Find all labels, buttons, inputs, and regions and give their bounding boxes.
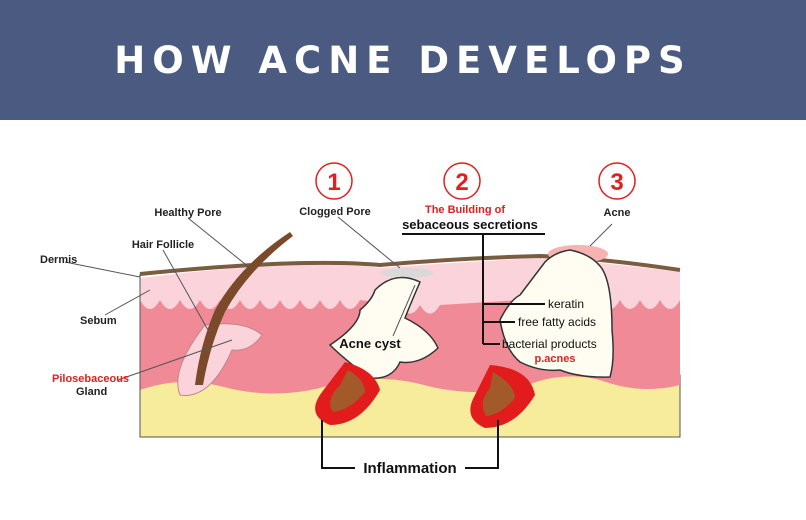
root-1 — [330, 370, 365, 412]
label-pilosebaceous-line1: Pilosebaceous — [52, 373, 129, 385]
step-1-number: 1 — [327, 169, 340, 196]
label-acne-cyst: Acne cyst — [339, 336, 401, 351]
step-1-circle — [315, 162, 353, 200]
label-hair-follicle: Hair Follicle — [132, 239, 194, 251]
label-bacteria: p.acnes — [535, 353, 576, 365]
inflammation-bracket — [321, 420, 499, 469]
root-2 — [482, 372, 515, 416]
secretions-bracket — [402, 233, 545, 345]
step-3-label: Acne — [604, 207, 631, 219]
label-healthy-pore: Healthy Pore — [154, 207, 221, 219]
step-2-label-line1: The Building of — [425, 204, 505, 216]
clogged-pore-cap — [381, 268, 433, 278]
leader-pilosebaceous — [117, 339, 233, 381]
hair-shaft — [195, 232, 293, 385]
leader-dermis — [64, 261, 141, 278]
step-2-label-line2: sebaceous secretions — [402, 217, 538, 232]
label-pilosebaceous-line2: Gland — [76, 386, 107, 398]
step-3-circle — [598, 162, 636, 200]
leader-acne-cyst — [392, 284, 416, 337]
leader-healthy-pore — [187, 217, 251, 269]
secretion-free-fatty-acids: free fatty acids — [518, 315, 596, 329]
step-3-number: 3 — [610, 169, 623, 196]
step-1-label: Clogged Pore — [299, 206, 371, 218]
label-sebum: Sebum — [80, 315, 117, 327]
acne-cyst-plug — [328, 276, 439, 379]
leader-hair-follicle — [162, 249, 209, 331]
leader-acne — [589, 223, 613, 247]
title-banner: HOW ACNE DEVELOPS — [0, 0, 806, 120]
acne-lesion — [499, 249, 614, 378]
step-2-circle — [443, 162, 481, 200]
step-2-number: 2 — [455, 169, 468, 196]
secretion-bacterial-products: bacterial products — [502, 337, 597, 351]
secretion-keratin: keratin — [548, 297, 584, 311]
label-inflammation: Inflammation — [363, 460, 456, 477]
leader-sebum — [104, 289, 151, 316]
page-title: HOW ACNE DEVELOPS — [114, 38, 692, 82]
leader-clogged-pore — [337, 216, 401, 269]
label-dermis: Dermis — [40, 254, 77, 266]
